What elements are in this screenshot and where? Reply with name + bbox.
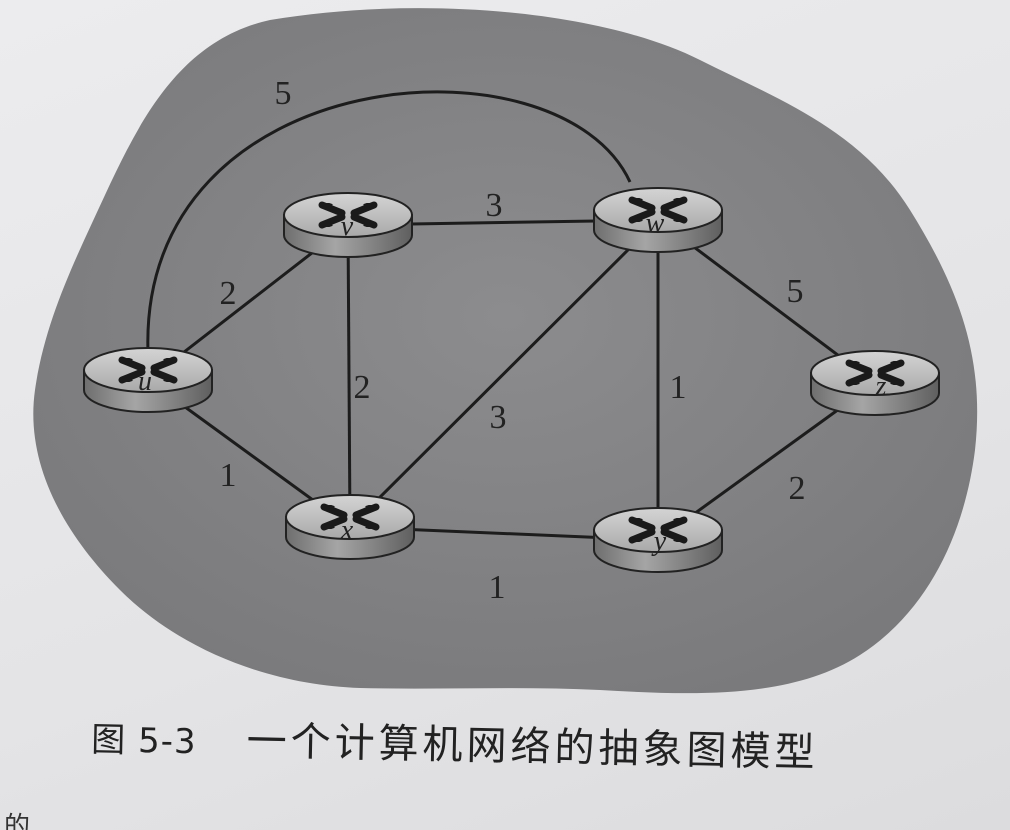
edge-weight-x-w: 3 [490, 399, 507, 436]
router-label-u: u [138, 366, 152, 397]
router-label-w: w [646, 208, 665, 239]
figure-caption: 图 5-3 一个计算机网络的抽象图模型 [90, 705, 972, 813]
edge-weight-u-v: 2 [220, 275, 237, 312]
edge-weight-w-z: 5 [787, 273, 804, 310]
edge-weight-x-y: 1 [489, 569, 506, 606]
router-cross-icon [118, 356, 178, 384]
edge-weight-v-x: 2 [354, 369, 371, 406]
router-cross-icon [320, 503, 380, 531]
edge-weight-u-w: 5 [275, 75, 292, 112]
edge-weight-y-z: 2 [789, 470, 806, 507]
router-cross-icon [628, 196, 688, 224]
router-node-y: y [593, 507, 723, 573]
router-cross-icon [845, 359, 905, 387]
router-label-v: v [341, 211, 354, 242]
router-label-z: z [875, 371, 887, 402]
edge-u-w [146, 90, 632, 353]
router-node-w: w [593, 187, 723, 253]
router-label-y: y [651, 526, 667, 557]
edge-weight-w-y: 1 [670, 369, 687, 406]
router-node-x: x [285, 494, 415, 560]
next-line-fragment: 的 [4, 812, 31, 830]
network-cloud-background [33, 8, 978, 694]
figure-number: 图 5-3 [90, 719, 198, 763]
edge-v-x [346, 224, 352, 528]
edge-weight-v-w: 3 [486, 187, 503, 224]
router-node-v: v [283, 192, 413, 258]
router-cross-icon [318, 201, 378, 229]
edge-weight-u-x: 1 [220, 457, 237, 494]
router-node-u: u [83, 347, 213, 413]
nodes-layer: u v w x y z [83, 187, 940, 573]
router-label-x: x [340, 515, 354, 546]
router-node-z: z [810, 350, 940, 416]
weights-layer: 5 2 1 3 2 3 1 1 5 2 [220, 75, 806, 606]
figure-title: 一个计算机网络的抽象图模型 [246, 718, 819, 777]
router-cross-icon [628, 516, 688, 544]
edge-x-w [348, 218, 660, 529]
